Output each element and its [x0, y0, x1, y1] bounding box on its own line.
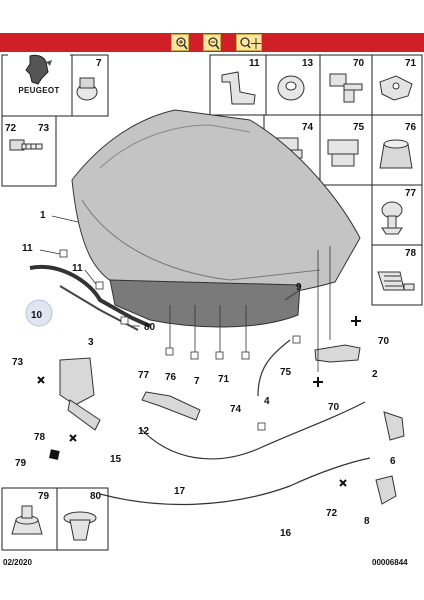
label-9: 9	[296, 282, 302, 293]
part-75-illustration	[327, 139, 359, 167]
part-box-72-73[interactable]	[1, 115, 57, 187]
label-7-main: 7	[194, 376, 200, 387]
part-79-illustration	[11, 505, 43, 535]
label-70-box: 70	[353, 58, 365, 69]
zoom-in-icon	[176, 37, 188, 50]
label-73: 73	[38, 123, 50, 134]
label-70-b: 70	[328, 402, 340, 413]
label-73: 73	[12, 357, 24, 368]
label-79: 79	[15, 458, 27, 469]
part-box-78[interactable]	[371, 244, 423, 306]
label-75: 75	[280, 367, 292, 378]
label-17: 17	[174, 486, 186, 497]
label-12: 12	[138, 426, 150, 437]
seal-10-illustration	[29, 264, 151, 328]
label-79-box: 79	[38, 491, 50, 502]
part-72-illustration	[9, 139, 43, 151]
cross-markers	[37, 316, 361, 487]
label-80-box: 80	[90, 491, 102, 502]
part-80-illustration	[63, 511, 97, 541]
part-76-illustration	[379, 139, 413, 169]
label-11-b: 11	[72, 263, 83, 274]
label-16: 16	[280, 528, 292, 539]
label-2: 2	[372, 369, 378, 380]
bonnet-illustration	[71, 109, 361, 328]
footer-date: 02/2020	[3, 558, 32, 567]
label-77-box: 77	[405, 188, 417, 199]
label-6: 6	[390, 456, 396, 467]
label-15: 15	[110, 454, 122, 465]
label-76: 76	[165, 372, 177, 383]
label-13-box: 13	[302, 58, 314, 69]
label-75-box: 75	[353, 122, 365, 133]
brand-logo: PEUGEOT	[8, 52, 70, 102]
zoom-pan-button[interactable]	[236, 34, 262, 51]
part-box-80[interactable]	[56, 487, 109, 551]
part-7-illustration	[76, 77, 98, 101]
label-11-box: 11	[249, 58, 260, 69]
part-77-illustration	[381, 201, 403, 235]
label-10: 10	[31, 310, 43, 321]
label-70-a: 70	[378, 336, 390, 347]
label-4: 4	[264, 396, 270, 407]
handle-6-illustration	[383, 411, 405, 441]
filled-marker-79	[49, 449, 60, 460]
zoom-in-button[interactable]	[171, 34, 189, 51]
label-8: 8	[364, 516, 370, 527]
label-74-box: 74	[302, 122, 314, 133]
cable-4	[257, 339, 291, 397]
viewer-toolbar	[0, 33, 424, 52]
label-72: 72	[326, 508, 338, 519]
callout-markers	[59, 249, 301, 431]
cable-17	[139, 401, 366, 460]
label-74: 74	[230, 404, 242, 415]
label-77: 77	[138, 370, 150, 381]
part-78-illustration	[377, 271, 415, 291]
label-1: 1	[40, 210, 46, 221]
label-78: 78	[34, 432, 46, 443]
handle-8-illustration	[375, 475, 397, 505]
cable-16	[99, 457, 371, 506]
lion-emblem-icon	[25, 54, 52, 85]
bracket-2-illustration	[314, 344, 361, 363]
label-3: 3	[88, 337, 94, 348]
bracket-12-illustration	[141, 391, 201, 421]
latch-assembly	[59, 357, 101, 431]
label-71: 71	[218, 374, 230, 385]
label-7: 7	[96, 58, 102, 69]
leader-lines	[39, 215, 331, 372]
zoom-out-icon	[208, 37, 220, 50]
label-71-box: 71	[405, 58, 417, 69]
part-70-illustration	[329, 73, 363, 103]
label-76-box: 76	[405, 122, 417, 133]
footer-ref: 00006844	[372, 558, 408, 567]
zoom-pan-icon	[240, 37, 261, 49]
label-78-box: 78	[405, 248, 417, 259]
highlight-10-marker	[25, 299, 53, 327]
brand-name: PEUGEOT	[18, 86, 60, 95]
label-80: 80	[144, 322, 156, 333]
part-71-illustration	[379, 75, 413, 101]
part-11-illustration	[221, 71, 256, 105]
zoom-out-button[interactable]	[203, 34, 221, 51]
part-13-illustration	[277, 75, 305, 101]
label-11-a: 11	[22, 243, 33, 254]
label-72: 72	[5, 123, 17, 134]
